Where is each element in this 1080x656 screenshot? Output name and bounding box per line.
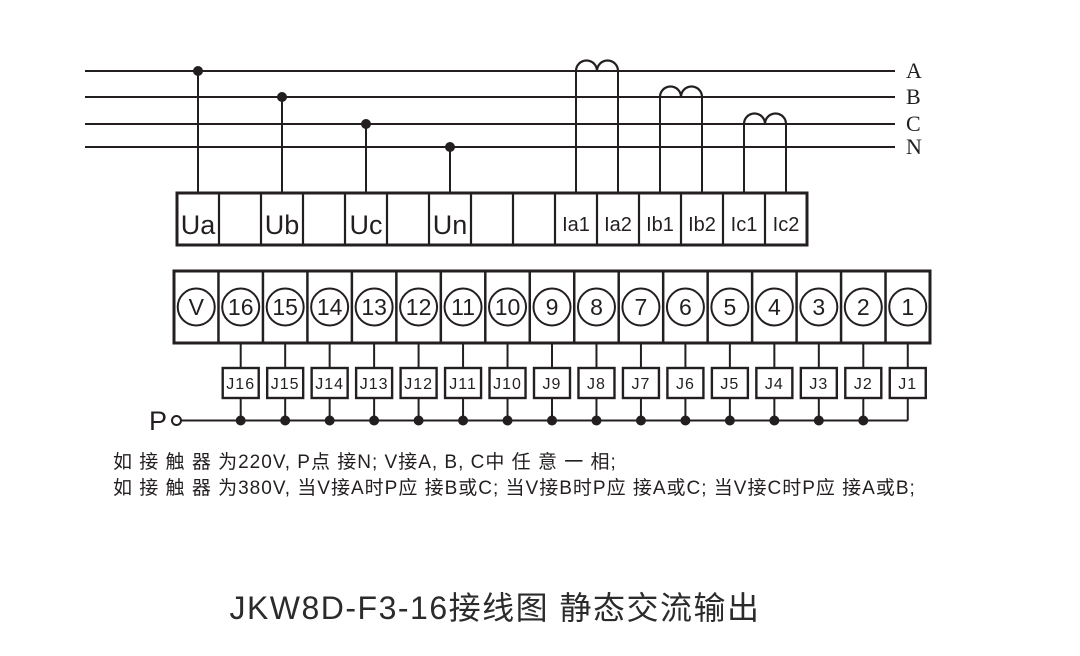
relay-box-j11 [443,366,483,400]
terminal-circle-label-6: 6 [679,294,692,320]
relay-box-label-j15: J15 [271,376,300,393]
relay-box-label-j2: J2 [854,376,873,393]
terminal-circle-10 [488,287,528,327]
terminal-circle-2 [843,287,883,327]
upper-terminal-cell-label-ic2: Ic2 [773,214,800,236]
terminal-circle-label-9: 9 [546,294,559,320]
terminal-circle-5 [710,287,750,327]
junction-dot-uc [361,119,371,129]
relay-box-label-j6: J6 [676,376,695,393]
terminal-circle-label-16: 16 [228,294,254,320]
terminal-circle-15 [265,287,305,327]
terminal-circle-6 [665,287,705,327]
terminal-circle-label-15: 15 [272,294,298,320]
relay-box-label-j11: J11 [449,376,477,393]
upper-terminal-cell-label-ib1: Ib1 [646,214,674,236]
junction-dot-ub [277,92,287,102]
relay-box-label-j12: J12 [404,376,433,393]
relay-box-label-j5: J5 [720,376,739,393]
terminal-circle-7 [621,287,661,327]
note-line-2: 如 接 触 器 为380V, 当V接A时P应 接B或C; 当V接B时P应 接A或… [113,478,916,499]
diagram-title: JKW8D-F3-16接线图 静态交流输出 [229,590,761,626]
relay-box-j8 [577,366,616,400]
relay-box-label-j14: J14 [315,376,344,393]
terminal-circle-1 [888,287,928,327]
relay-box-label-j9: J9 [543,376,562,393]
relay-box-label-j13: J13 [360,376,389,393]
phase-label-a: A [906,58,922,83]
upper-terminal-cell-label-ia1: Ia1 [562,214,590,236]
junction-dot-un [445,142,455,152]
phase-label-n: N [906,134,922,159]
wiring-notes: 如 接 触 器 为220V, P点 接N; V接A, B, C中 任 意 一 相… [113,450,916,502]
terminal-circle-4 [754,287,794,327]
upper-terminal-cell-label-ic1: Ic1 [731,214,758,236]
terminal-circle-label-13: 13 [361,294,387,320]
relay-box-label-j3: J3 [809,376,828,393]
p-terminal-circle [171,415,182,426]
terminal-circle-label-8: 8 [590,294,603,320]
terminal-circle-label-7: 7 [635,294,648,320]
phase-label-b: B [906,84,921,109]
relay-box-label-j16: J16 [226,376,255,393]
relay-box-j16 [221,366,260,400]
junction-dot-ua [193,66,203,76]
terminal-circle-label-2: 2 [857,294,870,320]
terminal-circle-label-5: 5 [723,294,736,320]
relay-box-j1 [888,366,927,400]
terminal-circle-label-1: 1 [901,294,914,320]
terminal-circle-9 [532,287,572,327]
terminal-circle-label-v: V [189,294,205,320]
terminal-circle-label-11: 11 [451,294,475,320]
current-transformer-icon-ib [658,85,704,98]
relay-box-j15 [265,366,305,400]
terminal-circle-label-4: 4 [768,294,781,320]
terminal-circle-label-12: 12 [406,294,432,320]
relay-box-label-j1: J1 [898,376,917,393]
relay-box-label-j4: J4 [765,376,784,393]
upper-terminal-cell-label-un: Un [433,210,468,240]
upper-terminal-cell-label-ub: Ub [265,210,300,240]
terminal-circle-label-3: 3 [812,294,825,320]
note-line-1: 如 接 触 器 为220V, P点 接N; V接A, B, C中 任 意 一 相… [113,452,617,473]
current-transformer-icon-ic [742,112,788,125]
p-terminal-label: P [149,406,167,436]
upper-terminal-cell-label-ia2: Ia2 [604,214,632,236]
upper-terminal-cell-label-uc: Uc [350,210,383,240]
relay-box-label-j10: J10 [493,376,522,393]
terminal-circle-8 [576,287,616,327]
terminal-circle-12 [399,287,439,327]
terminal-circle-label-14: 14 [317,294,343,320]
phase-label-c: C [906,111,921,136]
terminal-circle-14 [310,287,350,327]
terminal-circle-v [176,287,216,327]
terminal-circle-16 [221,287,261,327]
relay-box-j6 [666,366,705,400]
relay-box-label-j8: J8 [587,376,606,393]
current-transformer-icon-ia [574,59,620,72]
upper-terminal-cell-label-ib2: Ib2 [688,214,716,236]
terminal-circle-3 [799,287,839,327]
upper-terminal-block [175,191,809,247]
relay-box-j14 [310,366,349,400]
terminal-circle-11 [443,287,483,327]
terminal-circle-13 [354,287,394,327]
terminal-circle-label-10: 10 [495,294,521,320]
relay-box-label-j7: J7 [631,376,650,393]
upper-terminal-cell-label-ua: Ua [181,210,216,240]
